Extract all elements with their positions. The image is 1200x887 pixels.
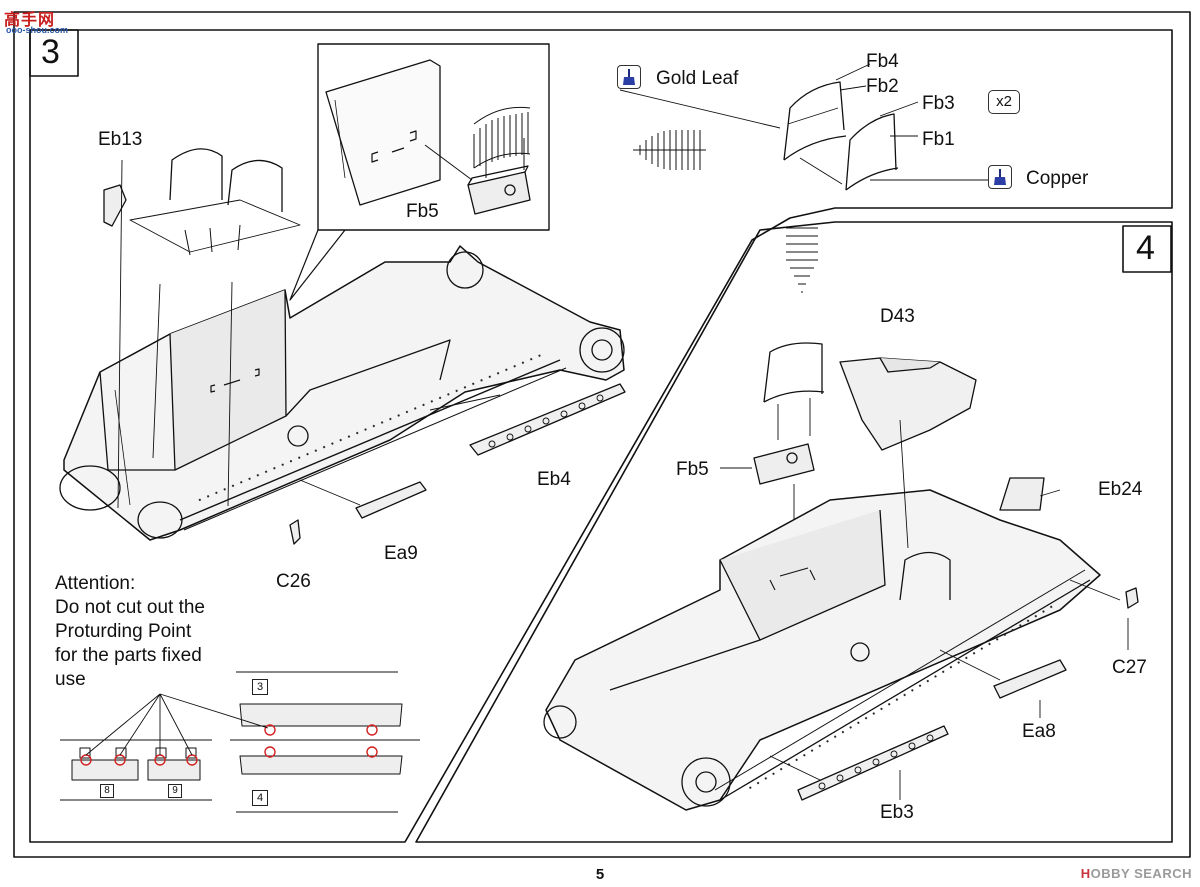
label-eb13: Eb13 bbox=[98, 129, 143, 150]
step3-number-box bbox=[29, 29, 79, 77]
callout-pointer bbox=[289, 229, 346, 301]
label-fb3: Fb3 bbox=[922, 93, 955, 114]
attention-note: Attention: Do not cut out the Proturding… bbox=[55, 572, 205, 692]
attention-line-4: for the parts fixed bbox=[55, 645, 202, 666]
step4-number-box bbox=[1122, 225, 1172, 273]
attention-line-5: use bbox=[55, 669, 86, 690]
c27-part bbox=[1125, 587, 1139, 609]
label-eb24: Eb24 bbox=[1098, 479, 1143, 500]
watermark-logo: 高手网 bbox=[4, 12, 56, 29]
sprue-tag-3: 3 bbox=[252, 679, 268, 695]
hobby-search-text: OBBY SEARCH bbox=[1090, 866, 1192, 881]
c26-part bbox=[289, 519, 301, 545]
eb4-part bbox=[469, 383, 626, 456]
step4-number: 4 bbox=[1136, 229, 1155, 267]
label-c27: C27 bbox=[1112, 657, 1147, 678]
label-c26: C26 bbox=[276, 571, 311, 592]
attention-line-2: Do not cut out the bbox=[55, 597, 205, 618]
label-fb5-inset: Fb5 bbox=[406, 201, 439, 222]
label-eb4: Eb4 bbox=[537, 469, 571, 490]
sprue-tag-4: 4 bbox=[252, 790, 268, 806]
sprue-tag-8: 8 bbox=[100, 784, 114, 798]
paintbrush-icon bbox=[617, 65, 641, 89]
label-fb5: Fb5 bbox=[676, 459, 709, 480]
attention-line-1: Attention: bbox=[55, 573, 136, 594]
step3-hull bbox=[63, 245, 625, 541]
ea9-part bbox=[355, 481, 427, 519]
sprue-tag-9: 9 bbox=[168, 784, 182, 798]
label-d43: D43 bbox=[880, 306, 915, 327]
watermark-url: ooo-shou.com bbox=[6, 25, 68, 35]
hobby-search-logo: HOBBY SEARCH bbox=[1081, 866, 1192, 881]
label-eb3: Eb3 bbox=[880, 802, 914, 823]
page-frame bbox=[13, 11, 1191, 858]
ea8-part bbox=[993, 659, 1067, 699]
hobby-search-h: H bbox=[1080, 866, 1091, 881]
quantity-badge: x2 bbox=[988, 90, 1020, 114]
step3-number: 3 bbox=[41, 33, 60, 71]
step3-frame bbox=[29, 29, 1173, 843]
label-ea9: Ea9 bbox=[384, 543, 418, 564]
label-copper: Copper bbox=[1026, 168, 1089, 189]
d43-part bbox=[839, 357, 977, 451]
inset-callout bbox=[317, 43, 550, 231]
step4-frame bbox=[415, 221, 1173, 843]
paintbrush-icon bbox=[988, 165, 1012, 189]
label-gold-leaf: Gold Leaf bbox=[656, 68, 739, 89]
label-fb1: Fb1 bbox=[922, 129, 955, 150]
label-fb2: Fb2 bbox=[866, 76, 899, 97]
step4-hull bbox=[545, 489, 1101, 811]
page-number: 5 bbox=[595, 866, 605, 883]
attention-line-3: Proturding Point bbox=[55, 621, 192, 642]
label-fb4: Fb4 bbox=[866, 51, 899, 72]
label-ea8: Ea8 bbox=[1022, 721, 1056, 742]
